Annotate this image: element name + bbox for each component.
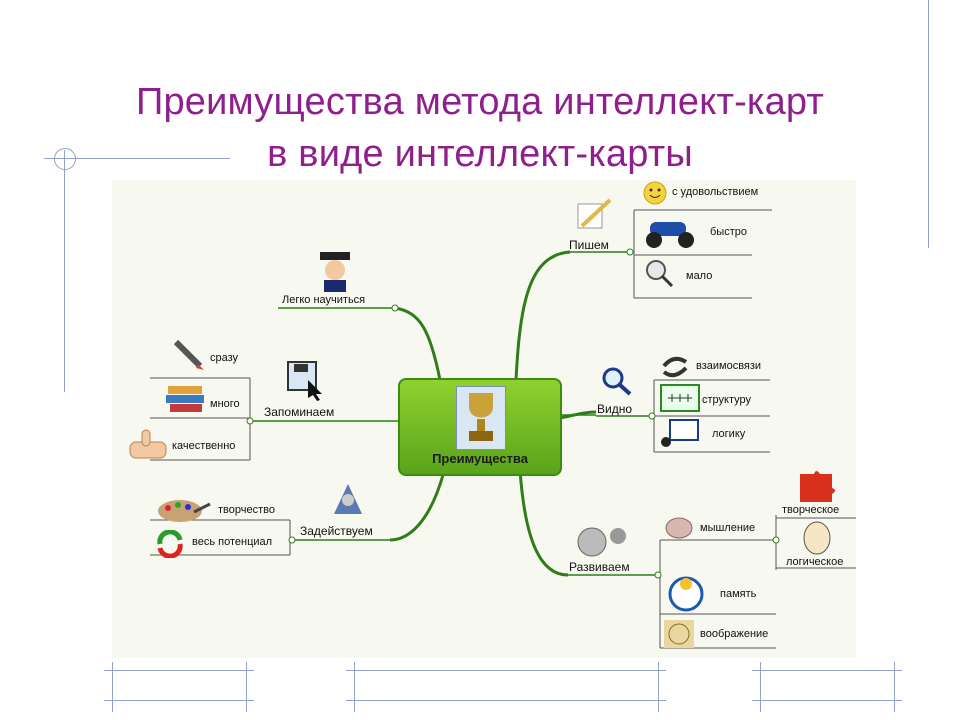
brain-gear-icon — [574, 522, 634, 563]
branch-label-learn[interactable]: Легко научиться — [282, 294, 366, 306]
palette-icon — [156, 498, 212, 529]
thinking-face-icon — [800, 520, 834, 561]
branch-label-write[interactable]: Пишем — [569, 238, 609, 252]
engage-item-creativity: творчество — [218, 504, 275, 516]
see-item-logic: логику — [712, 428, 746, 440]
frame-line — [760, 662, 761, 712]
frame-line — [112, 662, 113, 712]
wizard-icon — [326, 478, 370, 523]
frame-line — [104, 700, 254, 701]
search-icon — [600, 366, 632, 401]
engage-item-full-potential: весь потенциал — [192, 536, 273, 548]
trophy-icon — [456, 386, 506, 450]
writing-icon — [574, 196, 614, 237]
graduate-icon — [312, 248, 358, 299]
remember-item-quality: качественно — [172, 440, 236, 452]
remember-item-many: много — [210, 398, 240, 410]
branch-label-develop[interactable]: Развиваем — [569, 560, 630, 574]
develop-item-thinking: мышление — [700, 522, 756, 534]
frame-line — [346, 670, 666, 671]
write-item-fast: быстро — [710, 226, 747, 238]
magnifier-icon — [644, 258, 674, 293]
write-item-little: мало — [686, 270, 713, 282]
frame-line — [894, 662, 895, 712]
see-item-relations: взаимосвязи — [696, 360, 762, 372]
frame-line — [752, 700, 902, 701]
arrows-cycle-icon — [660, 352, 690, 385]
develop-item-imagination: воображение — [700, 628, 769, 640]
frame-line — [246, 662, 247, 712]
branch-label-see[interactable]: Видно — [597, 402, 633, 416]
thinking-sub-creative: творческое — [782, 504, 840, 516]
write-item-pleasure: с удовольствием — [672, 186, 759, 198]
slide-title-line2: в виде интеллект-карты — [267, 133, 693, 175]
see-item-structure: структуру — [702, 394, 752, 406]
frame-line — [928, 0, 929, 248]
thumbs-up-icon — [128, 428, 170, 467]
frame-line — [658, 662, 659, 712]
develop-item-memory: память — [720, 588, 757, 600]
floppy-disk-icon — [286, 360, 328, 407]
books-icon — [164, 382, 206, 423]
slide-title-line1: Преимущества метода интеллект-карт — [135, 81, 825, 123]
frame-circle — [54, 148, 76, 170]
structure-chart-icon — [660, 384, 700, 417]
frame-line — [752, 670, 902, 671]
memory-figure-icon — [664, 574, 708, 619]
frame-line — [44, 158, 230, 159]
smiley-icon — [642, 180, 668, 211]
puzzle-icon — [796, 468, 836, 509]
remember-item-at-once: сразу — [210, 352, 239, 364]
frame-line — [346, 700, 666, 701]
thinking-sub-logical: логическое — [786, 556, 844, 568]
branch-label-remember[interactable]: Запоминаем — [264, 405, 335, 419]
motorcycle-icon — [640, 212, 698, 255]
center-node-label: Преимущества — [432, 451, 528, 466]
frame-line — [64, 150, 65, 392]
brain-icon — [664, 516, 694, 545]
branch-label-engage[interactable]: Задействуем — [300, 524, 373, 538]
center-node[interactable]: Преимущества — [398, 378, 562, 476]
logic-board-icon — [660, 418, 700, 455]
frame-line — [354, 662, 355, 712]
pen-icon — [170, 338, 206, 377]
frame-line — [104, 670, 254, 671]
vitruvian-icon — [664, 620, 694, 653]
refresh-icon — [154, 529, 186, 563]
